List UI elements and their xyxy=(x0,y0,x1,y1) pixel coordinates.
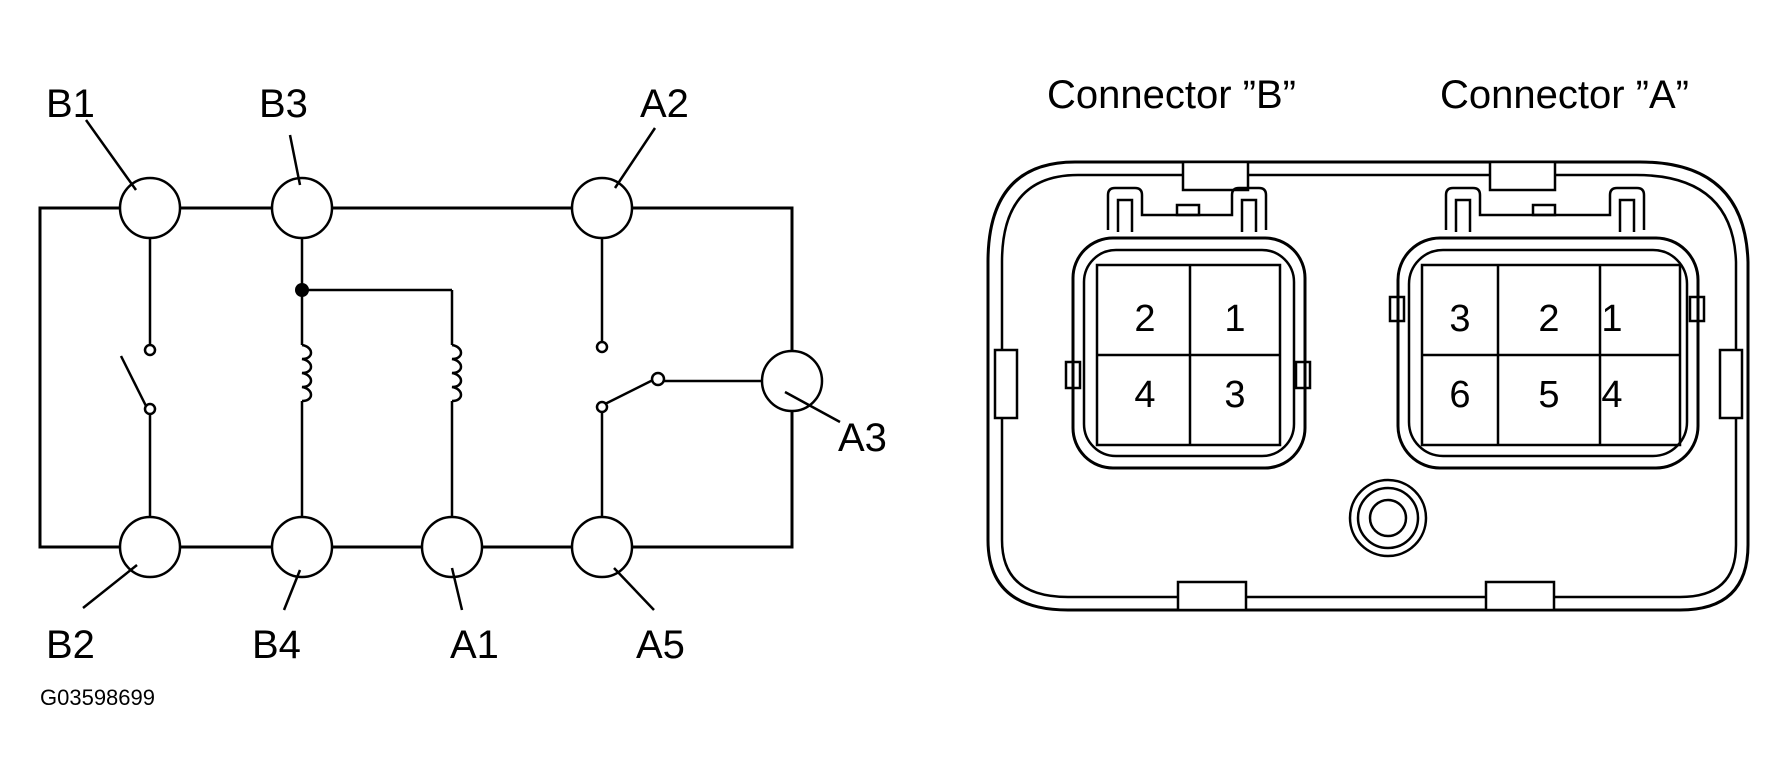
connector-a-pin: 4 xyxy=(1601,374,1622,416)
side-tab-right xyxy=(1718,348,1744,420)
connector-b-pin: 3 xyxy=(1224,374,1245,416)
side-tab-left xyxy=(993,348,1019,420)
label-a2: A2 xyxy=(640,82,689,126)
connector-a-pin: 6 xyxy=(1449,374,1470,416)
mounting-hole xyxy=(1348,478,1428,558)
terminal-a3 xyxy=(760,349,824,413)
connector-a: Connector ”A” 3 2 1 6 5 4 xyxy=(1388,73,1706,470)
relay-schematic: B1 B3 A2 A3 B2 B4 A1 A5 G03598699 xyxy=(38,82,887,710)
coil-a1 xyxy=(450,290,463,547)
terminal-b3 xyxy=(270,176,334,240)
housing-outline xyxy=(986,160,1750,612)
bottom-tab-left xyxy=(1176,580,1248,612)
leader-lines xyxy=(82,119,841,611)
terminal-b4 xyxy=(270,515,334,579)
terminal-b1 xyxy=(118,176,182,240)
label-b4: B4 xyxy=(252,623,301,667)
label-b2: B2 xyxy=(46,623,95,667)
housing-inner-outline xyxy=(1000,173,1738,599)
connector-a-pin: 3 xyxy=(1449,298,1470,340)
terminal-a5 xyxy=(570,515,634,579)
connector-b-pin: 2 xyxy=(1134,298,1155,340)
terminal-a2 xyxy=(570,176,634,240)
schematic-frame xyxy=(38,206,794,549)
terminal-a1 xyxy=(420,515,484,579)
top-tab-a xyxy=(1488,160,1557,192)
figure-code: G03598699 xyxy=(40,685,155,710)
terminal-b2 xyxy=(118,515,182,579)
label-a5: A5 xyxy=(636,623,685,667)
bottom-tab-right xyxy=(1484,580,1556,612)
connector-a-pin: 1 xyxy=(1601,298,1622,340)
connector-b-pin: 1 xyxy=(1224,298,1245,340)
label-a1: A1 xyxy=(450,623,499,667)
label-a3: A3 xyxy=(838,416,887,460)
connector-b: Connector ”B” 2 1 4 3 xyxy=(1047,73,1312,470)
connector-b-body xyxy=(1071,236,1307,470)
switch-a2-a5-a3 xyxy=(595,208,762,547)
switch-b1-b2 xyxy=(119,208,157,547)
connector-housing: Connector ”B” 2 1 4 3 Connector ”A” xyxy=(986,73,1750,612)
top-tab-b xyxy=(1181,160,1250,192)
connector-a-pin: 5 xyxy=(1538,374,1559,416)
label-b3: B3 xyxy=(259,82,308,126)
coil-b3-b4 xyxy=(295,208,452,547)
label-b1: B1 xyxy=(46,82,95,126)
connector-a-pin: 2 xyxy=(1538,298,1559,340)
connector-a-title: Connector ”A” xyxy=(1440,73,1689,117)
connector-b-title: Connector ”B” xyxy=(1047,73,1296,117)
connector-b-pin: 4 xyxy=(1134,374,1155,416)
connector-a-body xyxy=(1396,236,1700,470)
